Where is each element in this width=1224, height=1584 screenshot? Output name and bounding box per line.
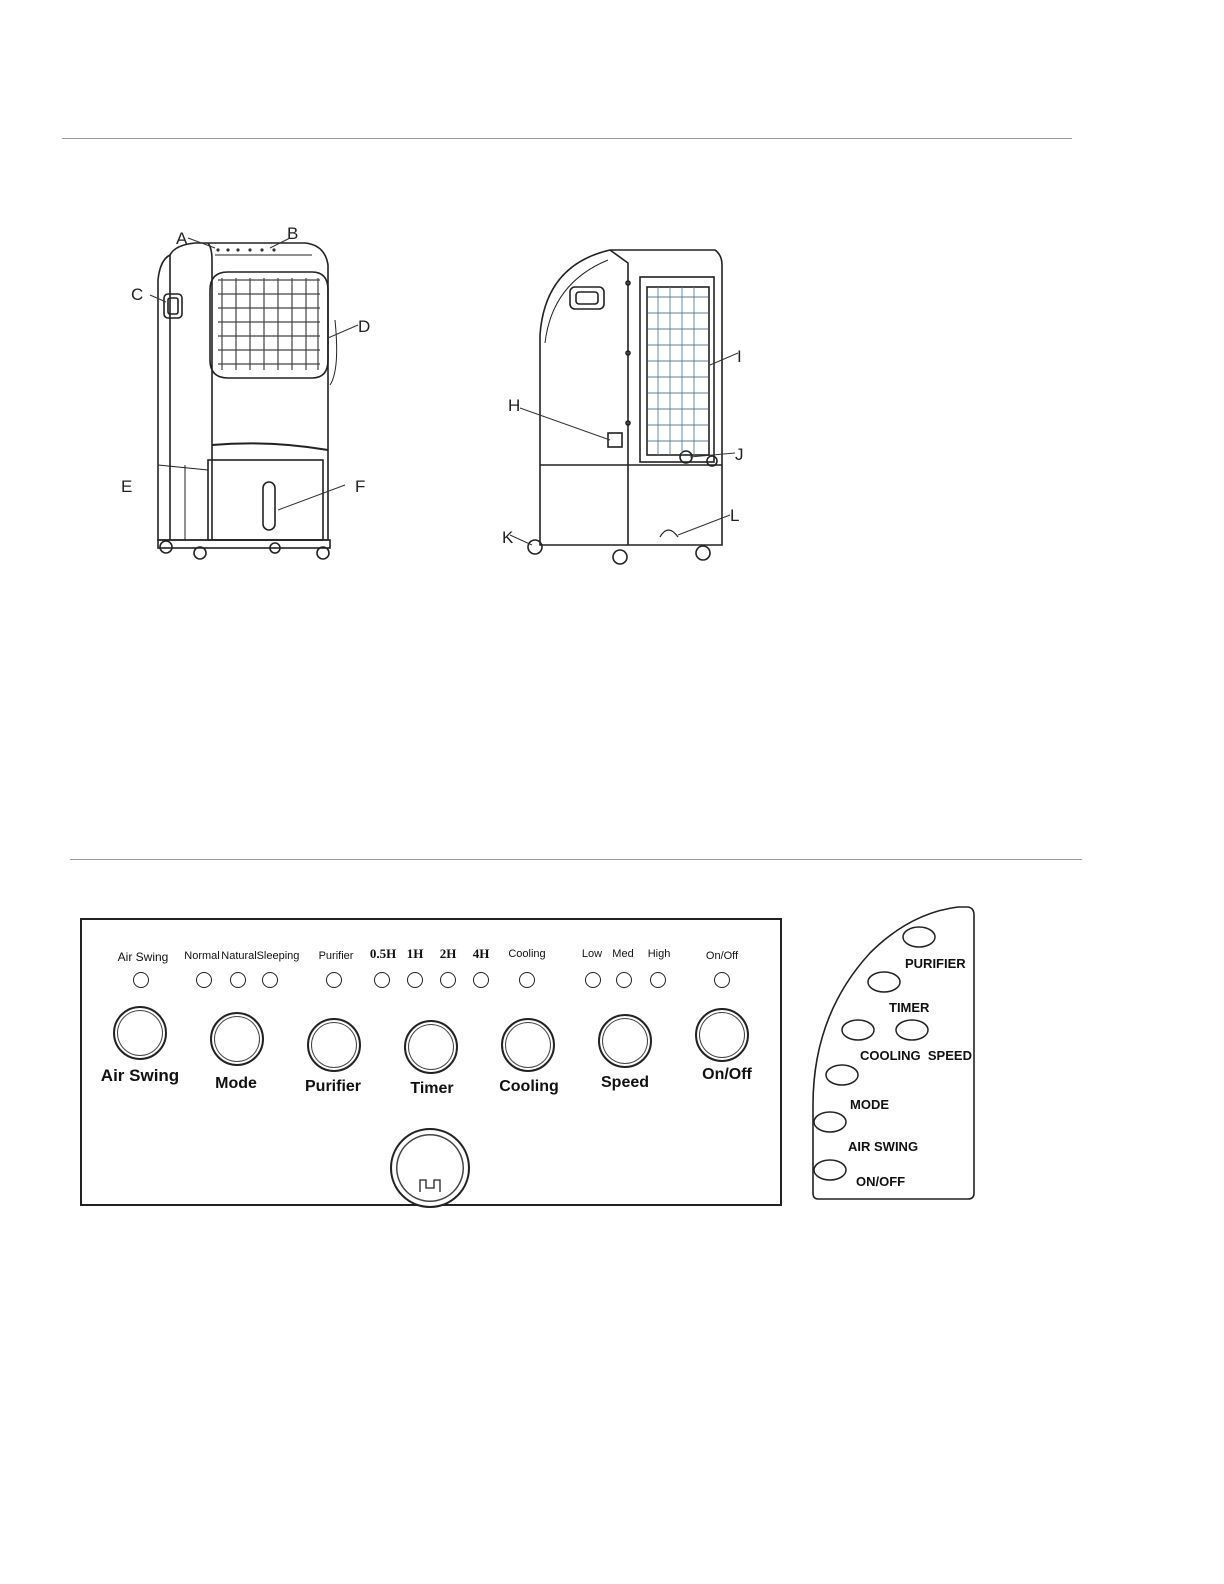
button-label-speed: Speed: [601, 1074, 649, 1092]
callout-f: F: [355, 478, 365, 495]
led-speed-med: [616, 972, 632, 988]
led-timer-1h: [407, 972, 423, 988]
indicator-label-air-swing: Air Swing: [118, 950, 169, 964]
led-air-swing: [133, 972, 149, 988]
remote-label-purifier: PURIFIER: [905, 956, 966, 971]
callout-k: K: [502, 529, 513, 546]
ir-receiver: [390, 1128, 470, 1208]
air-swing-button[interactable]: [113, 1006, 167, 1060]
receiver-bracket-icon: [392, 1130, 468, 1206]
callout-a: A: [176, 230, 187, 247]
callout-h: H: [508, 397, 520, 414]
purifier-button[interactable]: [307, 1018, 361, 1072]
indicator-label-cooling: Cooling: [508, 948, 545, 960]
speed-button[interactable]: [598, 1014, 652, 1068]
led-purifier: [326, 972, 342, 988]
cooling-button[interactable]: [501, 1018, 555, 1072]
remote-label-on-off: ON/OFF: [856, 1174, 905, 1189]
remote-label-air-swing: AIR SWING: [848, 1139, 918, 1154]
control-panel-diagram: Air Swing Normal Natural Sleeping Purifi…: [80, 918, 782, 1206]
button-label-timer: Timer: [410, 1080, 453, 1098]
indicator-label-high: High: [648, 948, 671, 960]
led-speed-high: [650, 972, 666, 988]
button-label-mode: Mode: [215, 1075, 257, 1093]
middle-divider: [70, 859, 1082, 860]
led-timer-2h: [440, 972, 456, 988]
led-natural: [230, 972, 246, 988]
front-view-illustration: [100, 210, 400, 580]
led-on-off: [714, 972, 730, 988]
remote-label-mode: MODE: [850, 1097, 889, 1112]
callout-e: E: [121, 478, 132, 495]
led-sleeping: [262, 972, 278, 988]
button-label-purifier: Purifier: [305, 1078, 361, 1096]
indicator-label-on-off: On/Off: [706, 950, 738, 962]
indicator-label-low: Low: [582, 948, 602, 960]
button-label-cooling: Cooling: [499, 1078, 559, 1096]
remote-label-cooling-speed: COOLING SPEED: [860, 1048, 972, 1063]
rear-view-illustration: [490, 225, 790, 585]
indicator-label-med: Med: [612, 948, 633, 960]
mode-button[interactable]: [210, 1012, 264, 1066]
led-timer-0-5h: [374, 972, 390, 988]
on-off-button[interactable]: [695, 1008, 749, 1062]
indicator-label-1h: 1H: [407, 946, 424, 962]
top-divider: [62, 138, 1072, 139]
timer-button[interactable]: [404, 1020, 458, 1074]
callout-l: L: [730, 507, 739, 524]
led-normal: [196, 972, 212, 988]
led-cooling: [519, 972, 535, 988]
callout-b: B: [287, 225, 298, 242]
callout-i: I: [737, 348, 742, 365]
callout-c: C: [131, 286, 143, 303]
indicator-label-2h: 2H: [440, 946, 457, 962]
led-speed-low: [585, 972, 601, 988]
led-timer-4h: [473, 972, 489, 988]
indicator-label-0-5h: 0.5H: [370, 946, 396, 962]
indicator-label-natural: Natural: [221, 950, 256, 962]
button-label-on-off: On/Off: [702, 1066, 752, 1084]
button-label-air-swing: Air Swing: [101, 1066, 179, 1086]
callout-d: D: [358, 318, 370, 335]
indicator-label-normal: Normal: [184, 950, 219, 962]
remote-control-diagram: PURIFIER TIMER COOLING SPEED MODE AIR SW…: [810, 905, 976, 1201]
callout-j: J: [735, 446, 744, 463]
indicator-label-sleeping: Sleeping: [257, 950, 300, 962]
indicator-label-4h: 4H: [473, 946, 490, 962]
indicator-label-purifier: Purifier: [319, 950, 354, 962]
remote-label-timer: TIMER: [889, 1000, 929, 1015]
